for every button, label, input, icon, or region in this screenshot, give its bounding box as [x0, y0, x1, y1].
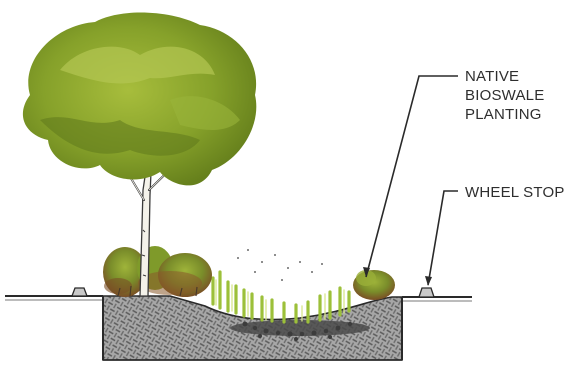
native-planting-leader: [363, 76, 458, 277]
native-label-line-3: PLANTING: [465, 105, 544, 124]
native-bioswale-planting-label: NATIVE BIOSWALE PLANTING: [465, 67, 544, 124]
wheel-stop-label: WHEEL STOP: [465, 183, 565, 202]
wheel-stop-leader: [425, 191, 458, 286]
swale-grasses: [213, 272, 349, 322]
native-label-line-1: NATIVE: [465, 67, 544, 86]
seed-dots: [237, 249, 323, 281]
left-curb-stop: [72, 288, 87, 296]
wheel-stop: [419, 288, 434, 297]
tree-canopy: [23, 13, 256, 186]
left-shrubs: [103, 246, 212, 297]
native-label-line-2: BIOSWALE: [465, 86, 544, 105]
right-shrub: [353, 270, 395, 300]
